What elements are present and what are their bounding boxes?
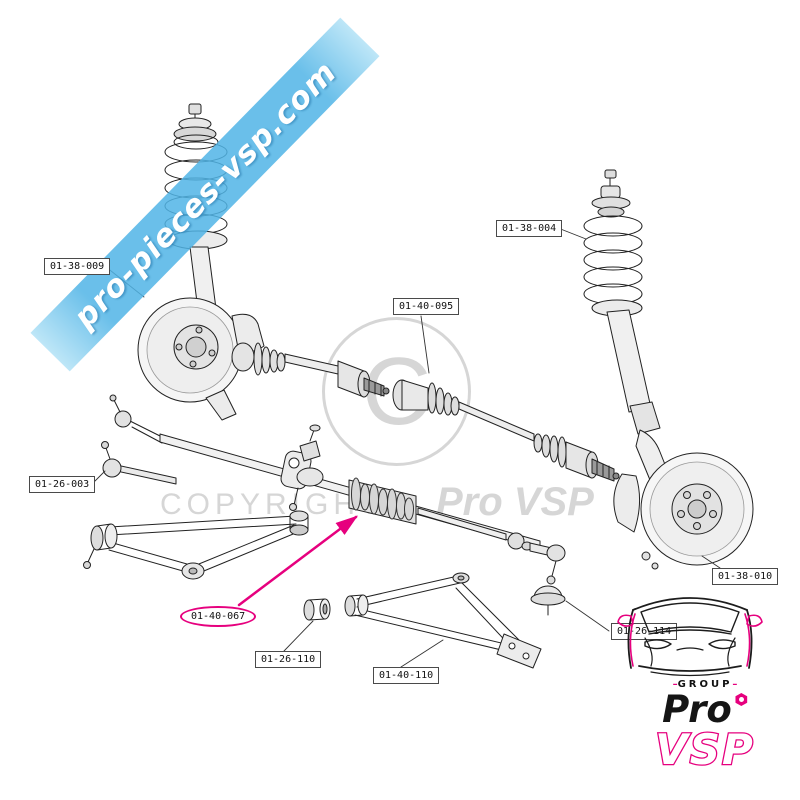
middle-driveshaft — [392, 379, 620, 482]
right-lower-wishbone — [344, 572, 542, 669]
logo-brand-primary: Pro — [630, 688, 780, 731]
highlight-arrow — [237, 515, 358, 607]
part-label-01-26-110[interactable]: 01-26-110 — [255, 651, 322, 668]
part-label-01-26-114[interactable]: 01-26-114 — [611, 623, 678, 640]
logo-group-line: –GROUP– — [630, 679, 780, 690]
left-tie-rod-end — [101, 441, 177, 485]
steering-rack-boot — [348, 477, 417, 525]
rubber-mount — [530, 585, 566, 616]
part-label-01-38-009[interactable]: 01-38-009 — [44, 258, 111, 275]
brand-watermark: Pro VSP — [436, 480, 594, 524]
car-sketch-icon — [617, 597, 763, 677]
left-lower-wishbone — [83, 510, 309, 580]
brand-primary-text: Pro — [662, 688, 732, 731]
logo-brand-secondary: VSP — [654, 724, 755, 775]
left-driveshaft — [231, 342, 390, 398]
part-label-01-26-003[interactable]: 01-26-003 — [29, 476, 96, 493]
group-dash-right: – — [732, 679, 738, 690]
part-label-01-38-004[interactable]: 01-38-004 — [496, 220, 563, 237]
suspension-bushing — [303, 598, 331, 621]
group-label: GROUP — [677, 679, 733, 690]
part-label-01-40-067-highlighted[interactable]: 01-40-067 — [180, 606, 257, 627]
hex-nut-icon — [735, 693, 748, 706]
right-strut-assembly — [583, 169, 661, 435]
group-dash-left: – — [672, 679, 678, 690]
part-label-01-38-010[interactable]: 01-38-010 — [712, 568, 779, 585]
right-brake-hub — [613, 429, 754, 570]
left-knuckle-hub — [137, 297, 265, 421]
part-label-01-40-110[interactable]: 01-40-110 — [373, 667, 440, 684]
brand-secondary-text: VSP — [655, 725, 755, 774]
part-label-01-40-095[interactable]: 01-40-095 — [393, 298, 460, 315]
